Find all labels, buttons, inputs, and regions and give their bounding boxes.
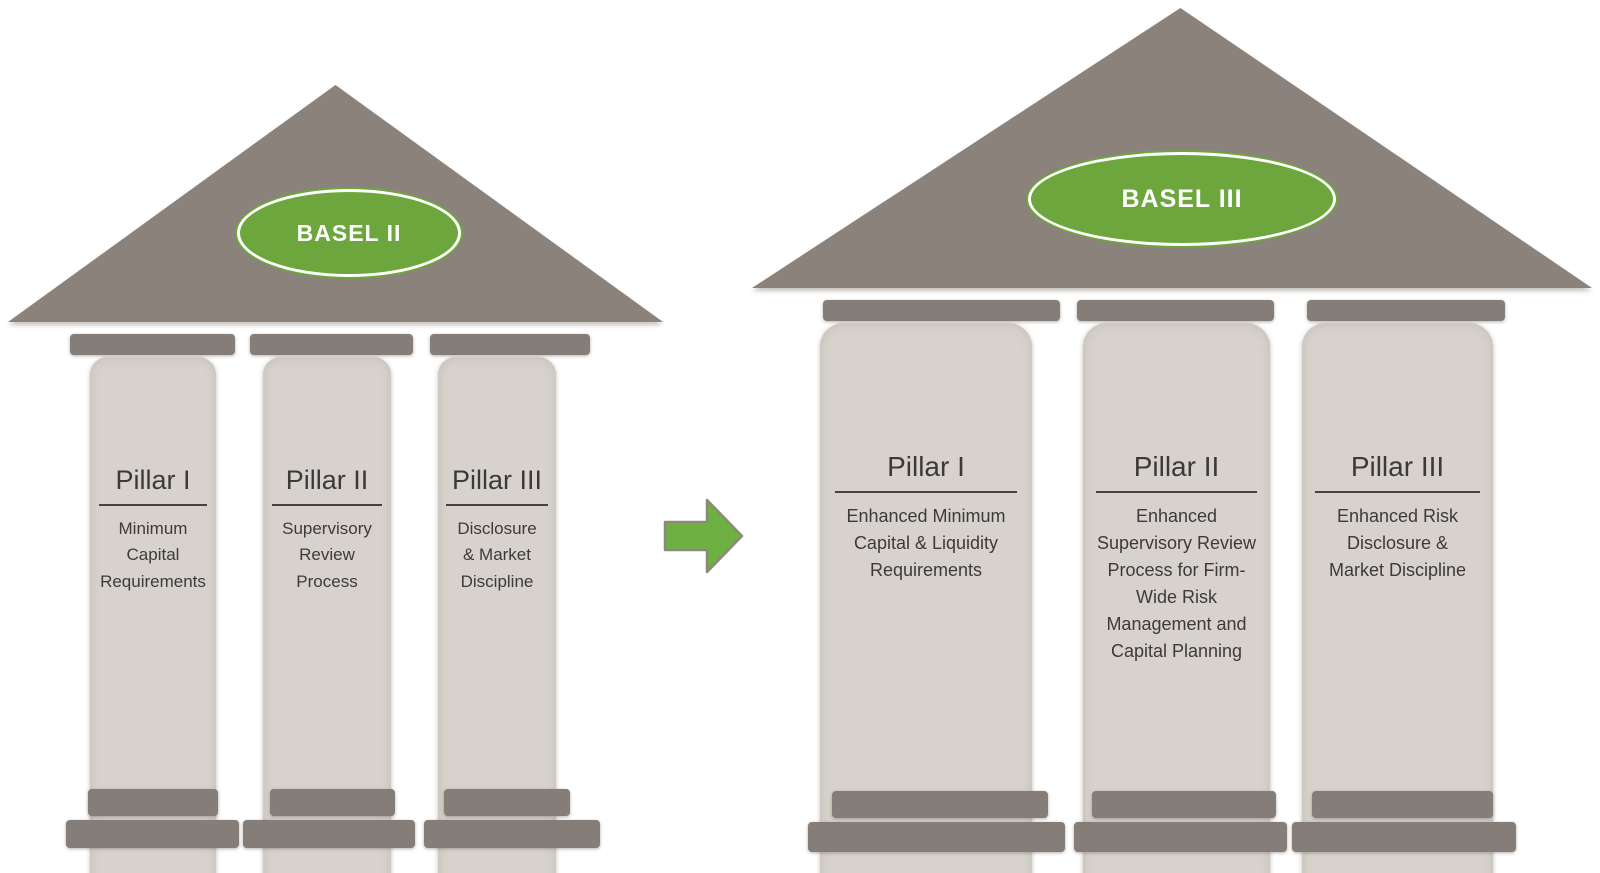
right-arrow-icon [663, 497, 745, 575]
plinth [832, 791, 1048, 818]
base-slab [808, 822, 1065, 852]
base-slab [424, 820, 600, 848]
pillar-divider [98, 504, 208, 506]
pillar-body: Enhanced Minimum Capital & Liquidity Req… [846, 506, 1006, 580]
basel2-pillar-2: Pillar II Supervisory Review Process [263, 357, 391, 873]
pillar-body: Enhanced Risk Disclosure & Market Discip… [1328, 506, 1467, 580]
pillar-divider [1315, 491, 1480, 493]
pillar-divider [446, 504, 548, 506]
pillar-title: Pillar II [1133, 451, 1220, 482]
basel2-badge-label: BASEL II [296, 219, 402, 246]
pillar-body: Minimum Capital Requirements [100, 519, 206, 591]
pillar-divider [834, 491, 1018, 493]
pillar-title: Pillar III [1350, 451, 1445, 482]
basel2-badge: BASEL II [237, 189, 461, 277]
pillar-divider [1096, 491, 1257, 493]
basel3-pillar-1: Pillar I Enhanced Minimum Capital & Liqu… [820, 323, 1032, 873]
basel3-badge: BASEL III [1028, 152, 1336, 246]
basel3-pillar-2: Pillar II Enhanced Supervisory Review Pr… [1083, 323, 1270, 873]
pillar-body: Enhanced Supervisory Review Process for … [1096, 506, 1257, 661]
pillar-title: Pillar III [451, 465, 543, 495]
capital-bar [70, 334, 235, 355]
roof-triangle [752, 8, 1592, 288]
pillar-body: Supervisory Review Process [282, 519, 372, 591]
base-slab [243, 820, 415, 848]
plinth [1092, 791, 1276, 818]
capital-bar [430, 334, 590, 355]
basel2-pillar-3: Pillar III Disclosure & Market Disciplin… [438, 357, 556, 873]
pillar-title: Pillar I [887, 451, 965, 482]
basel3-pillar-3: Pillar III Enhanced Risk Disclosure & Ma… [1302, 323, 1493, 873]
basel2-pillar-1: Pillar I Minimum Capital Requirements [90, 357, 216, 873]
capital-bar [250, 334, 413, 355]
plinth [444, 789, 570, 816]
base-slab [66, 820, 239, 848]
base-slab [1292, 822, 1516, 852]
plinth [1312, 791, 1493, 818]
plinth [270, 789, 395, 816]
base-slab [1074, 822, 1287, 852]
basel3-badge-label: BASEL III [1121, 184, 1243, 213]
pillar-title: Pillar I [115, 465, 191, 495]
plinth [88, 789, 218, 816]
capital-bar [823, 300, 1060, 321]
capital-bar [1307, 300, 1505, 321]
capital-bar [1077, 300, 1274, 321]
basel3-roof [752, 8, 1592, 288]
pillar-title: Pillar II [285, 465, 369, 495]
pillar-divider [271, 504, 383, 506]
pillar-body: Disclosure & Market Discipline [457, 519, 537, 591]
